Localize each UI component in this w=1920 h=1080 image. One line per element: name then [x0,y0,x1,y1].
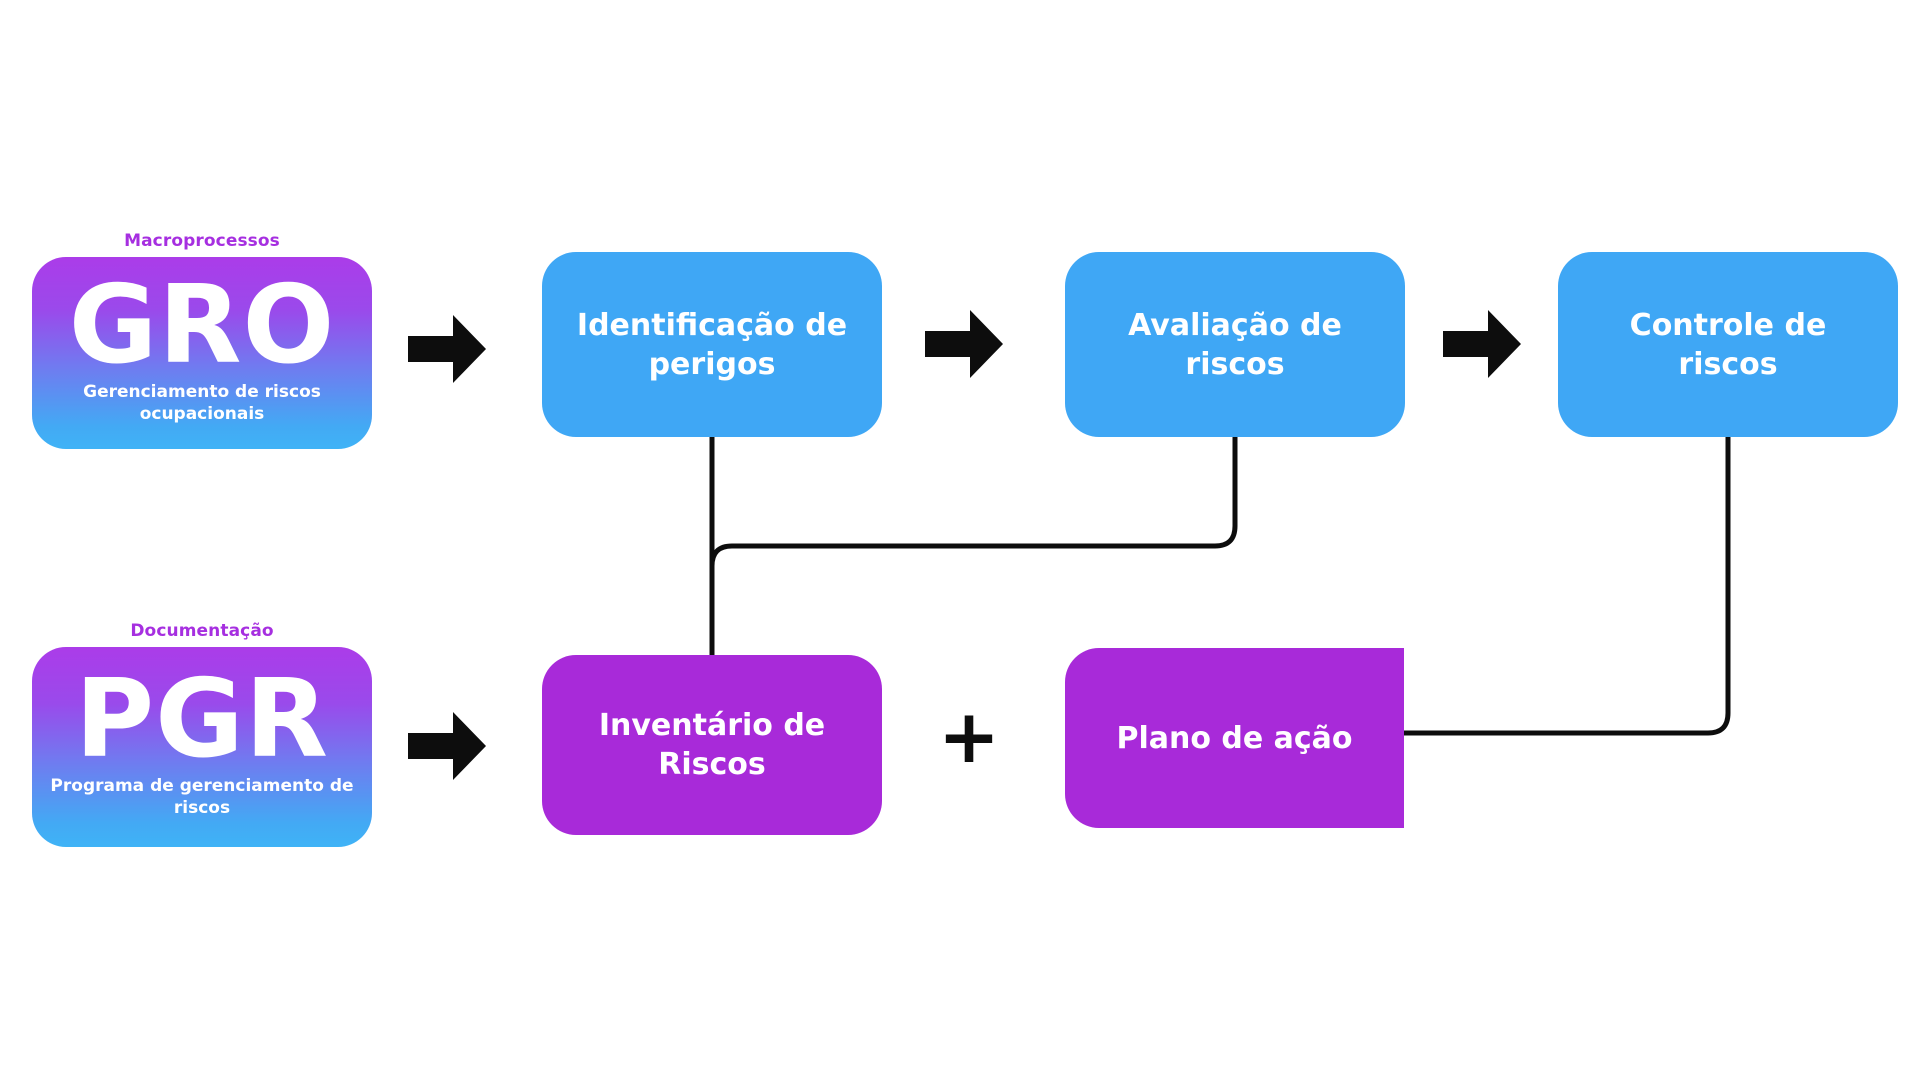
process-box-controle-label: Controle de riscos [1629,307,1827,382]
acronym-card-gro[interactable]: Macroprocessos GRO Gerenciamento de risc… [32,232,372,449]
arrow-right-icon-avaliacao-to-controle [1443,310,1521,378]
acronym-subtitle-pgr: Programa de gerenciamento de riscos [50,775,354,818]
process-box-identificacao[interactable]: Identificação de perigos [542,252,882,437]
acronym-kicker-pgr: Documentação [130,621,274,641]
process-box-avaliacao-label: Avaliação de riscos [1128,307,1342,382]
acronym-card-body-gro: GRO Gerenciamento de riscos ocupacionais [32,256,372,449]
acronym-subtitle-gro: Gerenciamento de riscos ocupacionais [83,381,321,424]
arrow-right-icon-identificacao-to-avaliacao [925,310,1003,378]
document-box-inventario[interactable]: Inventário de Riscos [542,655,882,835]
connector-avaliacao-to-inventario [709,437,1238,567]
process-box-controle[interactable]: Controle de riscos [1558,252,1898,437]
process-box-identificacao-label: Identificação de perigos [576,307,848,382]
acronym-kicker-gro: Macroprocessos [124,231,280,251]
arrow-right-icon-gro-to-identificacao [408,315,486,383]
acronym-card-pgr[interactable]: Documentação PGR Programa de gerenciamen… [32,622,372,847]
connector-controle-to-plano [1404,437,1731,736]
arrow-right-icon-pgr-to-inventario [408,712,486,780]
document-box-plano-label: Plano de ação [1116,720,1353,756]
process-box-avaliacao[interactable]: Avaliação de riscos [1065,252,1405,437]
acronym-letters-pgr: PGR [75,656,329,782]
acronym-letters-gro: GRO [68,262,336,388]
document-box-inventario-label: Inventário de Riscos [598,708,826,782]
document-box-plano[interactable]: Plano de ação [1065,648,1404,828]
plus-operator-icon: + [938,700,1000,774]
plus-operator-label: + [938,694,1001,780]
acronym-card-body-pgr: PGR Programa de gerenciamento de riscos [32,646,372,847]
